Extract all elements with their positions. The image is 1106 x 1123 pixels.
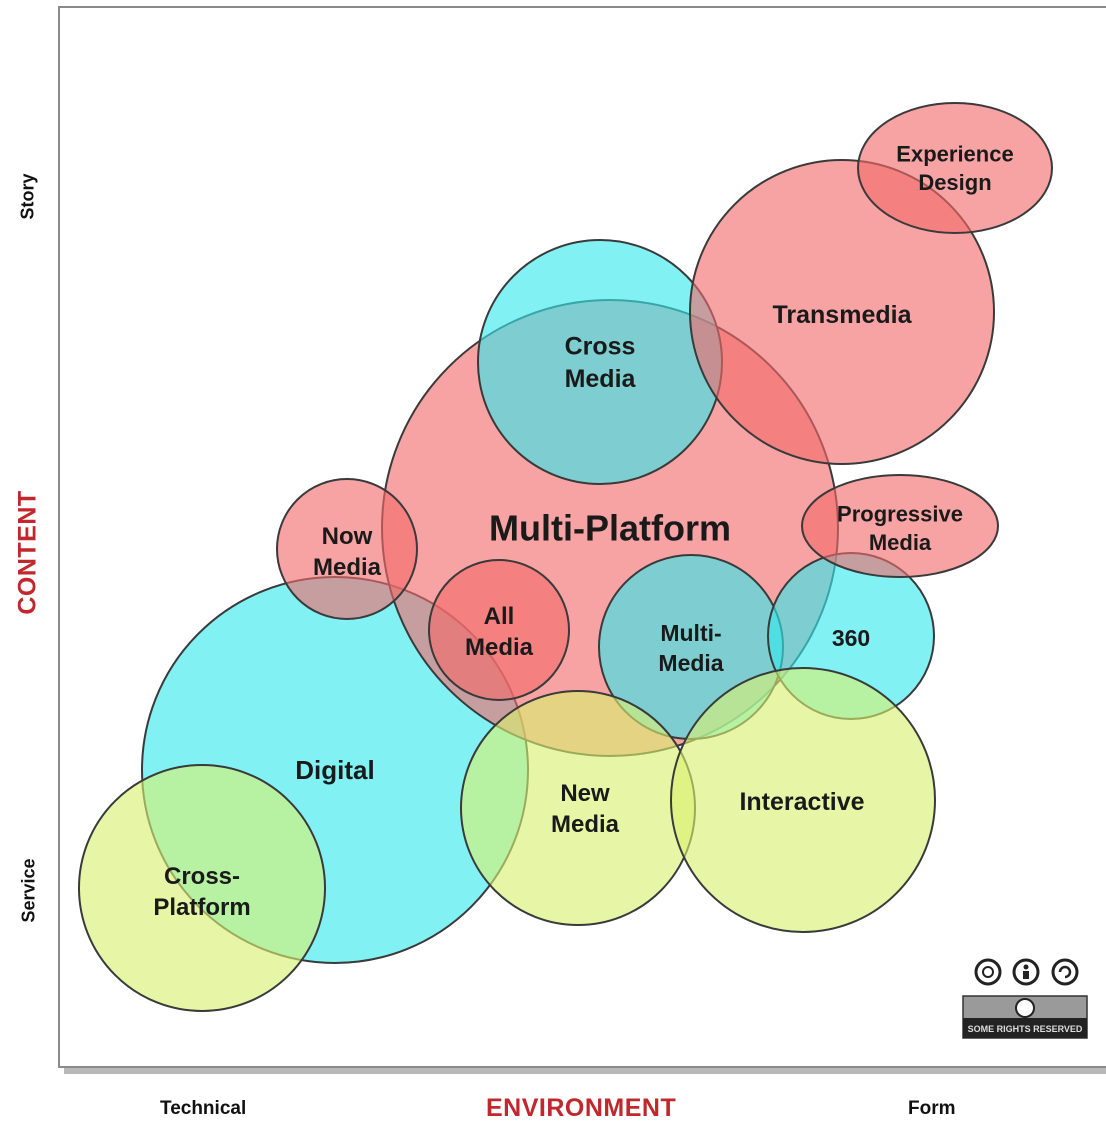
sa-icon	[1051, 958, 1079, 986]
label-line: Media	[869, 530, 932, 555]
region-cross-media	[477, 239, 723, 485]
label-interactive: Interactive	[739, 788, 864, 816]
label-line: New	[560, 780, 610, 807]
circle-transmedia	[689, 159, 995, 465]
label-line: Multi-	[660, 620, 721, 646]
label-line: Progressive	[837, 501, 963, 526]
circle-now-media	[276, 478, 418, 620]
cc-icon	[974, 958, 1002, 986]
region-interactive	[670, 667, 936, 933]
circle-all-media	[428, 559, 570, 701]
region-cross-platform	[78, 764, 326, 1012]
region-all-media	[428, 559, 570, 701]
x-axis-title: ENVIRONMENT	[486, 1094, 677, 1122]
x-axis-right-label: Form	[908, 1098, 956, 1119]
label-digital: Digital	[295, 755, 374, 785]
region-new-media	[460, 690, 696, 926]
x-axis-left-label: Technical	[160, 1098, 247, 1119]
label-line: Media	[565, 365, 637, 393]
label-line: Media	[313, 554, 382, 581]
label-line: Interactive	[739, 788, 864, 816]
label-360: 360	[832, 625, 870, 651]
by-icon	[1012, 958, 1040, 986]
label-cross-platform: Cross- Platform	[153, 863, 250, 921]
y-axis-bottom-label: Service	[18, 858, 39, 923]
label-line: Transmedia	[773, 301, 913, 329]
license-badge[interactable]: SOME RIGHTS RESERVED	[962, 957, 1088, 1041]
label-line: Digital	[295, 755, 374, 785]
circle-progressive-media	[801, 474, 999, 578]
region-progressive-media	[801, 474, 999, 578]
label-line: Media	[551, 811, 620, 838]
label-multi-platform: Multi-Platform	[489, 508, 731, 549]
label-multi-media: Multi- Media	[658, 620, 723, 676]
label-line: Media	[658, 650, 723, 676]
label-line: Now	[322, 523, 373, 550]
label-line: All	[484, 603, 515, 630]
label-line: 360	[832, 625, 870, 651]
y-axis-top-label: Story	[17, 173, 38, 220]
label-line: Multi-Platform	[489, 508, 731, 549]
region-now-media	[276, 478, 418, 620]
label-line: Experience	[896, 141, 1013, 166]
circle-experience-design	[857, 102, 1053, 234]
region-transmedia	[689, 159, 995, 465]
label-line: Cross	[565, 333, 636, 361]
label-transmedia: Transmedia	[773, 301, 913, 329]
y-axis-title: CONTENT	[13, 490, 42, 615]
label-line: Design	[918, 170, 991, 195]
circle-cross-media	[477, 239, 723, 485]
license-badge-text: SOME RIGHTS RESERVED	[968, 1024, 1083, 1034]
region-experience-design	[857, 102, 1053, 234]
label-line: Media	[465, 634, 534, 661]
circle-interactive	[670, 667, 936, 933]
circle-new-media	[460, 690, 696, 926]
circle-cross-platform	[78, 764, 326, 1012]
label-line: Platform	[153, 894, 250, 921]
label-line: Cross-	[164, 863, 240, 890]
